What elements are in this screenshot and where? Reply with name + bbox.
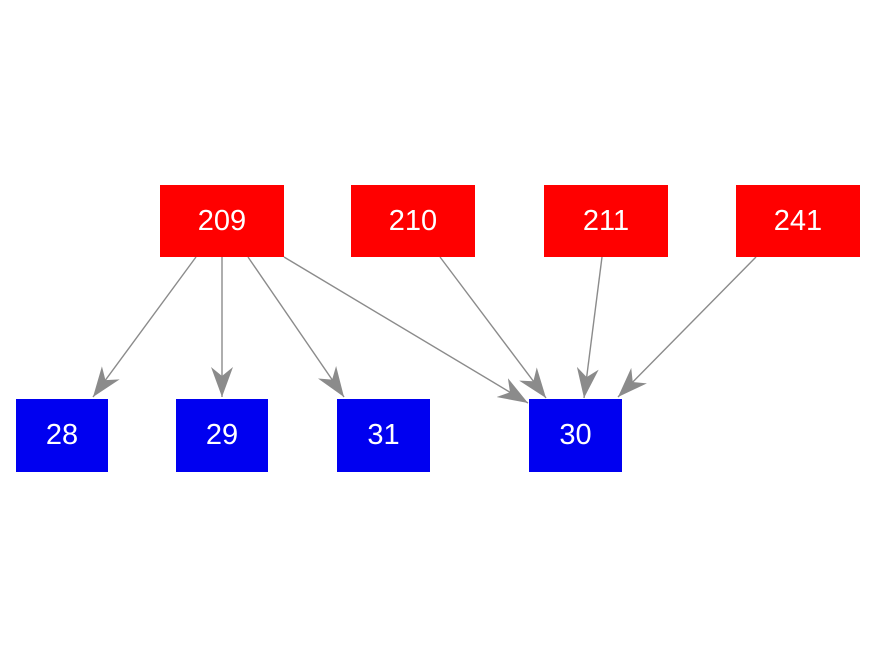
graph-node-28: 28	[16, 399, 108, 472]
edge-209-to-28	[92, 256, 197, 398]
graph-node-211: 211	[544, 185, 668, 257]
graph-node-241: 241	[736, 185, 860, 257]
graph-node-31: 31	[337, 399, 430, 472]
edge-group	[92, 256, 757, 404]
node-label: 30	[559, 419, 592, 451]
node-label: 31	[367, 419, 400, 451]
node-label: 211	[582, 204, 630, 237]
graph-node-29: 29	[176, 399, 268, 472]
node-label: 241	[773, 204, 823, 237]
node-label: 28	[45, 419, 79, 451]
edge-211-to-30	[576, 256, 603, 399]
node-label: 209	[197, 204, 247, 237]
edge-209-to-31	[247, 256, 345, 398]
edge-209-to-30	[283, 256, 529, 404]
node-label: 29	[205, 419, 239, 451]
graph-node-210: 210	[351, 185, 475, 257]
graph-node-30: 30	[529, 399, 622, 472]
edge-241-to-30	[617, 256, 757, 398]
graph-node-209: 209	[160, 185, 284, 257]
node-label: 210	[388, 204, 438, 237]
edge-210-to-30	[439, 256, 547, 399]
